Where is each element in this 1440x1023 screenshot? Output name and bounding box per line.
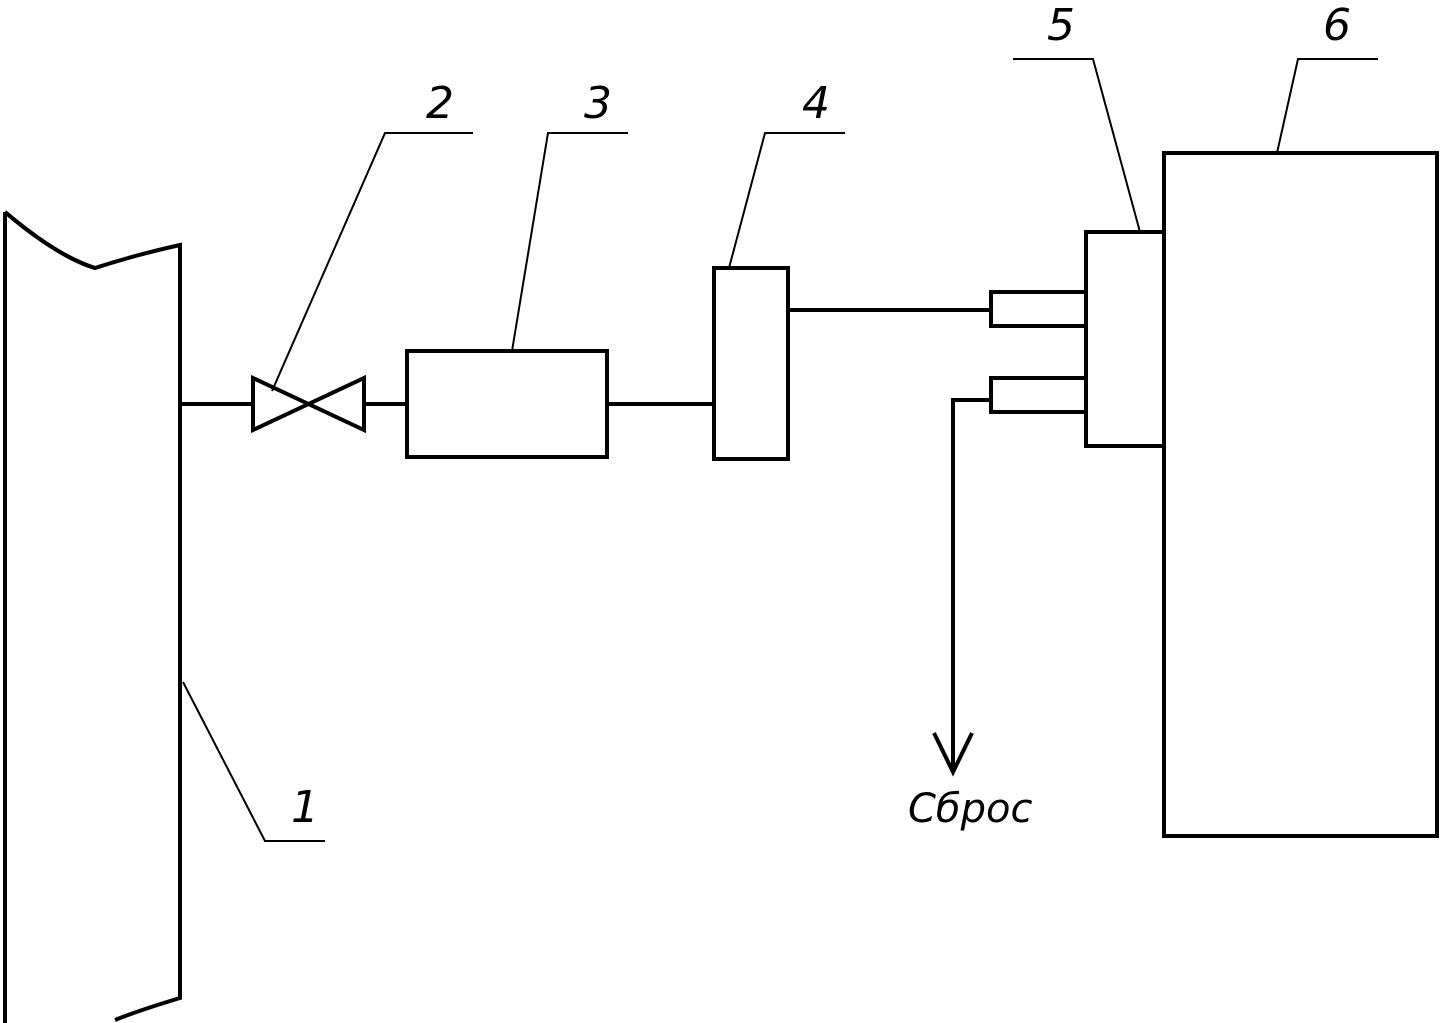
valve [251, 374, 366, 434]
label-2: 2 [426, 78, 454, 129]
inlet-port [989, 290, 1088, 328]
leader-line-6 [1276, 58, 1378, 154]
unit-3-box [405, 349, 609, 459]
discharge-line [951, 398, 991, 772]
leader-line-2 [271, 132, 473, 392]
pipe-column [3, 210, 182, 1023]
unit-6-box [1162, 151, 1439, 838]
label-1: 1 [291, 782, 319, 833]
unit-5-block [1084, 230, 1166, 448]
label-6: 6 [1323, 0, 1351, 51]
leader-lines [182, 58, 1378, 842]
label-5: 5 [1047, 0, 1075, 51]
label-3: 3 [584, 78, 612, 129]
discharge-arrow-icon [932, 732, 974, 777]
unit-4-box [712, 266, 790, 461]
leader-line-3 [511, 132, 628, 352]
label-4: 4 [802, 78, 830, 129]
leader-line-5 [1013, 58, 1141, 233]
outlet-port [989, 376, 1088, 414]
discharge-label: Сброс [908, 786, 1032, 832]
leader-line-1 [182, 681, 325, 842]
leader-line-4 [728, 132, 845, 269]
